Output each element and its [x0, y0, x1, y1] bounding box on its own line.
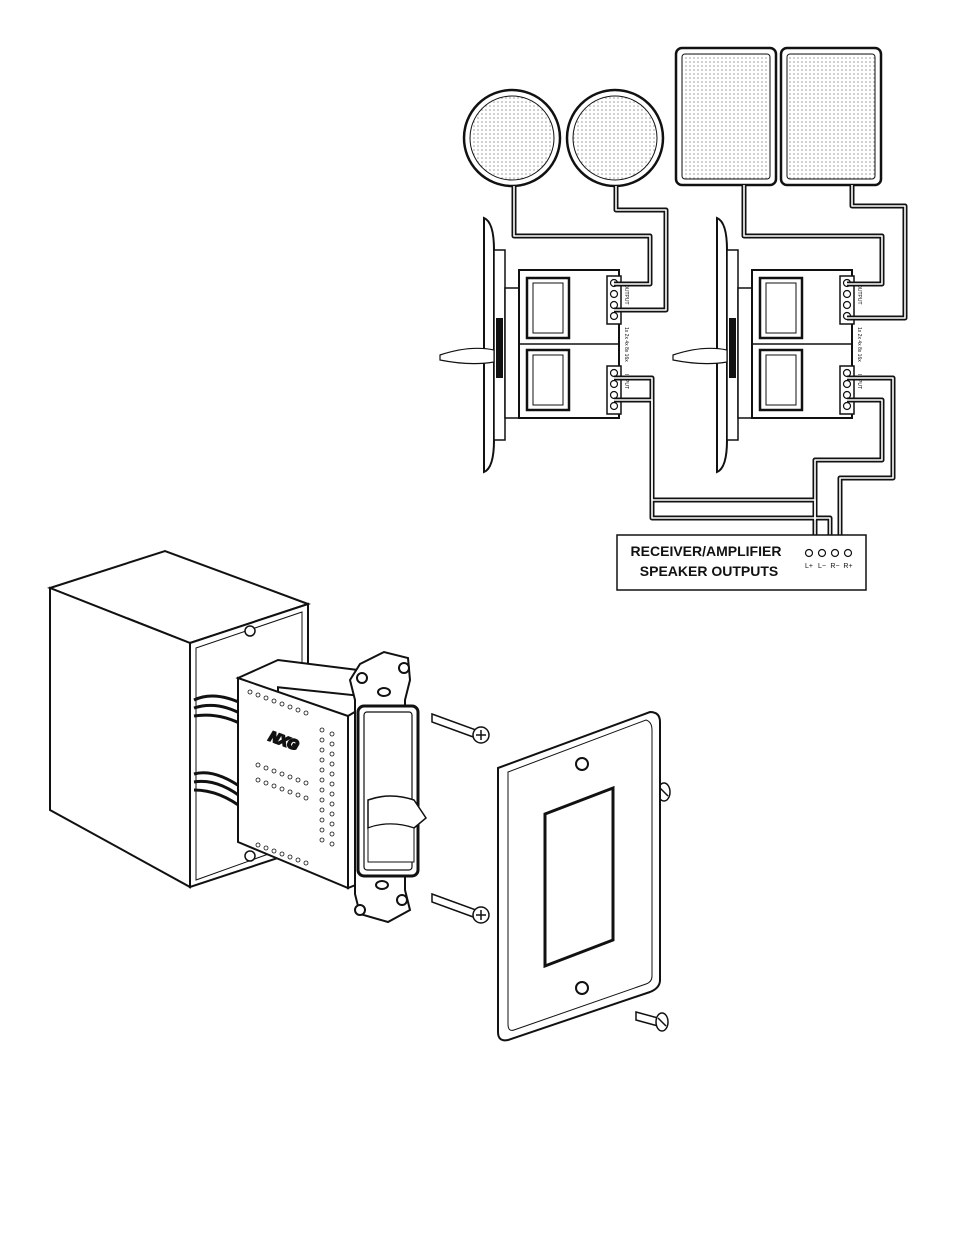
terminal-r-plus: [845, 550, 852, 557]
terminal-label: R+: [843, 563, 852, 570]
round-speaker-left: [464, 90, 560, 186]
dimmer-yoke-plate: [350, 652, 426, 922]
wall-plate-screw-bottom: [636, 1012, 668, 1031]
mounting-screw-top: [432, 714, 489, 743]
square-speaker-left: [676, 48, 776, 185]
terminal-l-minus: [819, 550, 826, 557]
receiver-amplifier-box: RECEIVER/AMPLIFIER SPEAKER OUTPUTS L+ L−…: [617, 535, 866, 590]
terminal-label: L+: [805, 563, 813, 570]
mounting-screw-bottom: [432, 894, 489, 923]
receiver-label-line2: SPEAKER OUTPUTS: [640, 563, 778, 579]
volume-control-left: OUTPUT INPUT 1x 2x 4x 8x 16x: [440, 218, 629, 472]
terminal-r-minus: [832, 550, 839, 557]
terminal-l-plus: [806, 550, 813, 557]
output-terminal-label: OUTPUT: [623, 284, 629, 305]
square-speaker-right: [781, 48, 881, 185]
terminal-label: R−: [830, 563, 839, 570]
impedance-taps-label: 1x 2x 4x 8x 16x: [856, 327, 862, 362]
output-terminal-label: OUTPUT: [856, 284, 862, 305]
receiver-label-line1: RECEIVER/AMPLIFIER: [631, 543, 782, 559]
volume-control-right: OUTPUT INPUT 1x 2x 4x 8x 16x: [673, 218, 862, 472]
round-speaker-right: [567, 90, 663, 186]
impedance-taps-label: 1x 2x 4x 8x 16x: [623, 327, 629, 362]
terminal-label: L−: [818, 563, 826, 570]
decorator-wall-plate: [498, 712, 660, 1040]
